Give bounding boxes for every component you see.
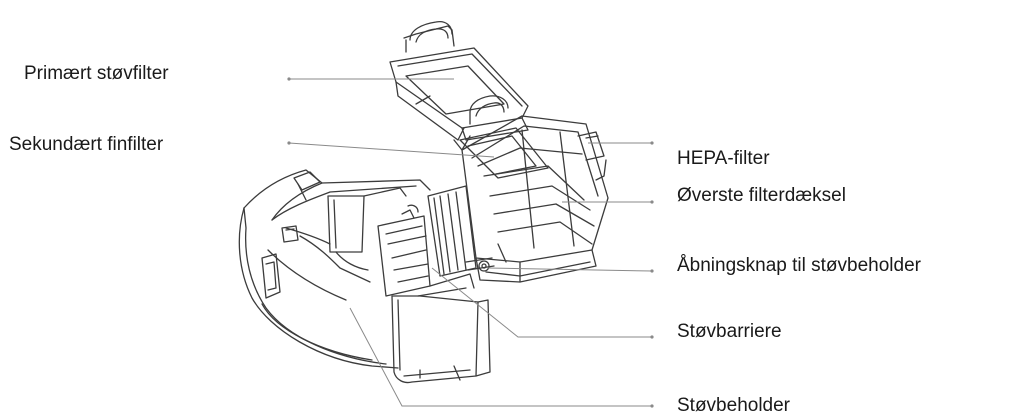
leader-dust-barrier — [431, 267, 652, 338]
leader-dust-bin — [349, 307, 652, 407]
label-primary-filter: Primært støvfilter — [24, 63, 169, 84]
leader-dot-primary-filter — [287, 77, 291, 81]
label-secondary-filter: Sekundært finfilter — [9, 134, 164, 155]
leader-secondary-filter — [288, 142, 495, 158]
leader-dot-secondary-filter — [287, 141, 291, 145]
leader-dot-dust-barrier — [650, 335, 654, 339]
leader-dot-hepa-filter — [650, 141, 654, 145]
dust-bin-body — [238, 169, 491, 384]
hepa-cover-block — [461, 115, 609, 283]
inner-compartment — [327, 187, 475, 297]
label-dust-barrier: Støvbarriere — [677, 321, 782, 342]
label-top-cover: Øverste filterdæksel — [677, 185, 846, 206]
hinge-bar — [427, 185, 495, 277]
label-hepa-filter: HEPA-filter — [677, 148, 770, 169]
leader-dot-top-cover — [650, 200, 654, 204]
label-dust-bin: Støvbeholder — [677, 395, 791, 416]
leader-open-button — [487, 267, 653, 272]
label-open-button: Åbningsknap til støvbeholder — [677, 255, 921, 276]
filter-lid — [389, 20, 549, 179]
leader-dot-dust-bin — [650, 404, 654, 408]
leader-dot-open-button — [650, 269, 654, 273]
